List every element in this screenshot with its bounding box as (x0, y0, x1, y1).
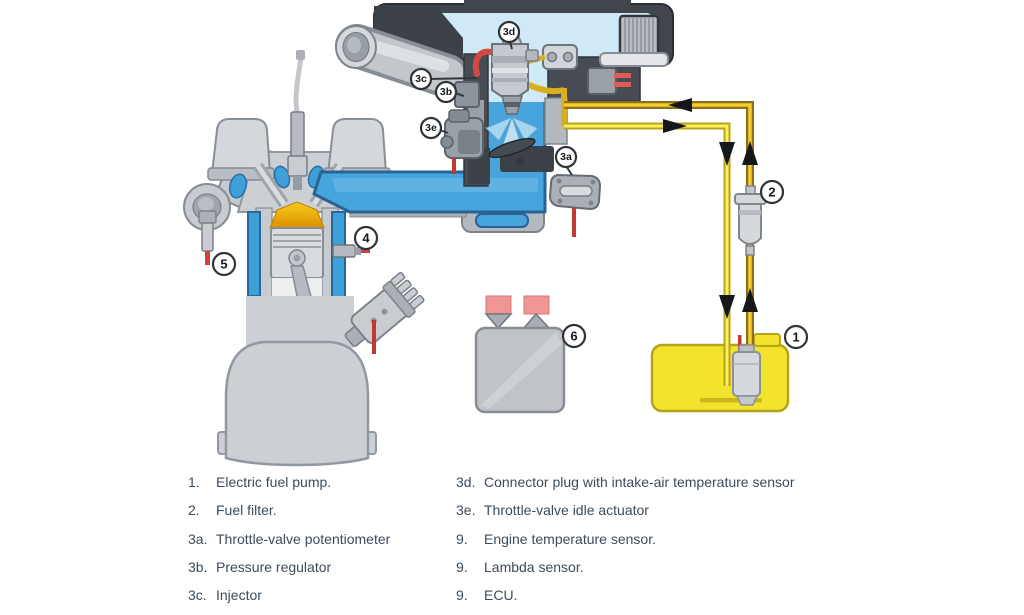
fuel-system (564, 98, 790, 413)
ecu-sheen (480, 332, 562, 408)
callout-3b-label: 3b (440, 86, 452, 98)
valve-cover-left (210, 118, 272, 175)
intake-air-horn (335, 24, 469, 98)
distributor-wire (372, 320, 376, 354)
ecu (474, 295, 566, 414)
throttle-valve-potentiometer (548, 173, 602, 237)
electric-fuel-pump (732, 335, 761, 406)
pump-wire (738, 335, 742, 353)
flow-arrows (663, 98, 758, 319)
callout-3a: 3a (554, 145, 578, 169)
callout-6-label: 6 (570, 329, 577, 344)
spark-plug (287, 50, 308, 190)
flow-arrow (663, 119, 687, 133)
ecu-connector-right (523, 295, 550, 315)
callout-3e: 3e (419, 116, 443, 140)
flow-arrow (668, 98, 692, 112)
callout-1-label: 1 (792, 330, 799, 345)
manifold-runner-highlight (332, 178, 538, 192)
callout-5: 5 (211, 251, 237, 277)
distributor (344, 272, 425, 354)
engine (183, 50, 425, 467)
callout-2-label: 2 (768, 185, 775, 200)
crankcase (224, 340, 370, 467)
throttle-valve-idle-actuator (440, 109, 484, 174)
connector-arrow-down (484, 313, 513, 330)
spark-plug-cable (293, 57, 304, 113)
callout-6: 6 (561, 323, 587, 349)
housing-top-bump (464, 0, 631, 16)
coolant-channel-left (247, 211, 261, 297)
air-cleaner-assembly (335, 0, 674, 237)
ecu-connector-left (485, 295, 512, 315)
callout-1: 1 (783, 324, 809, 350)
manifold-port (475, 213, 529, 228)
lambda-sensor-tip (205, 251, 210, 265)
callout-3e-label: 3e (425, 122, 437, 134)
flow-arrow (719, 142, 735, 166)
connector-pin (614, 82, 631, 87)
engine-temperature-sensor (332, 244, 370, 258)
throttle-sensor-cover (542, 44, 578, 70)
injector-spray (485, 115, 539, 145)
callout-3d: 3d (497, 20, 521, 44)
throttle-valve (488, 137, 536, 166)
housing-flange (599, 52, 669, 67)
connector-pin (614, 73, 631, 78)
callout-3b: 3b (434, 80, 458, 104)
flow-arrow (742, 288, 758, 312)
actuator-wire (452, 158, 456, 174)
callout-2: 2 (759, 179, 785, 205)
callout-3d-label: 3d (503, 26, 515, 38)
connector-arrow-up (522, 312, 551, 329)
flow-arrow (719, 295, 735, 319)
callout-3a-label: 3a (560, 151, 572, 163)
harness-connector (587, 67, 631, 95)
engine-block (246, 296, 354, 348)
piston (270, 227, 324, 279)
flow-arrow (742, 141, 758, 165)
callout-3c: 3c (409, 67, 433, 91)
callout-3c-label: 3c (415, 73, 427, 85)
injector-supply-hose (472, 48, 494, 77)
potentiometer-wire (572, 208, 576, 237)
callout-4-label: 4 (362, 231, 370, 246)
valve-cover-right (326, 118, 388, 175)
exhaust-pipe-inner (198, 197, 214, 211)
lambda-sensor (198, 210, 217, 265)
callout-4: 4 (353, 225, 379, 251)
tank-filler-cap (753, 333, 781, 347)
callout-5-label: 5 (220, 257, 227, 272)
